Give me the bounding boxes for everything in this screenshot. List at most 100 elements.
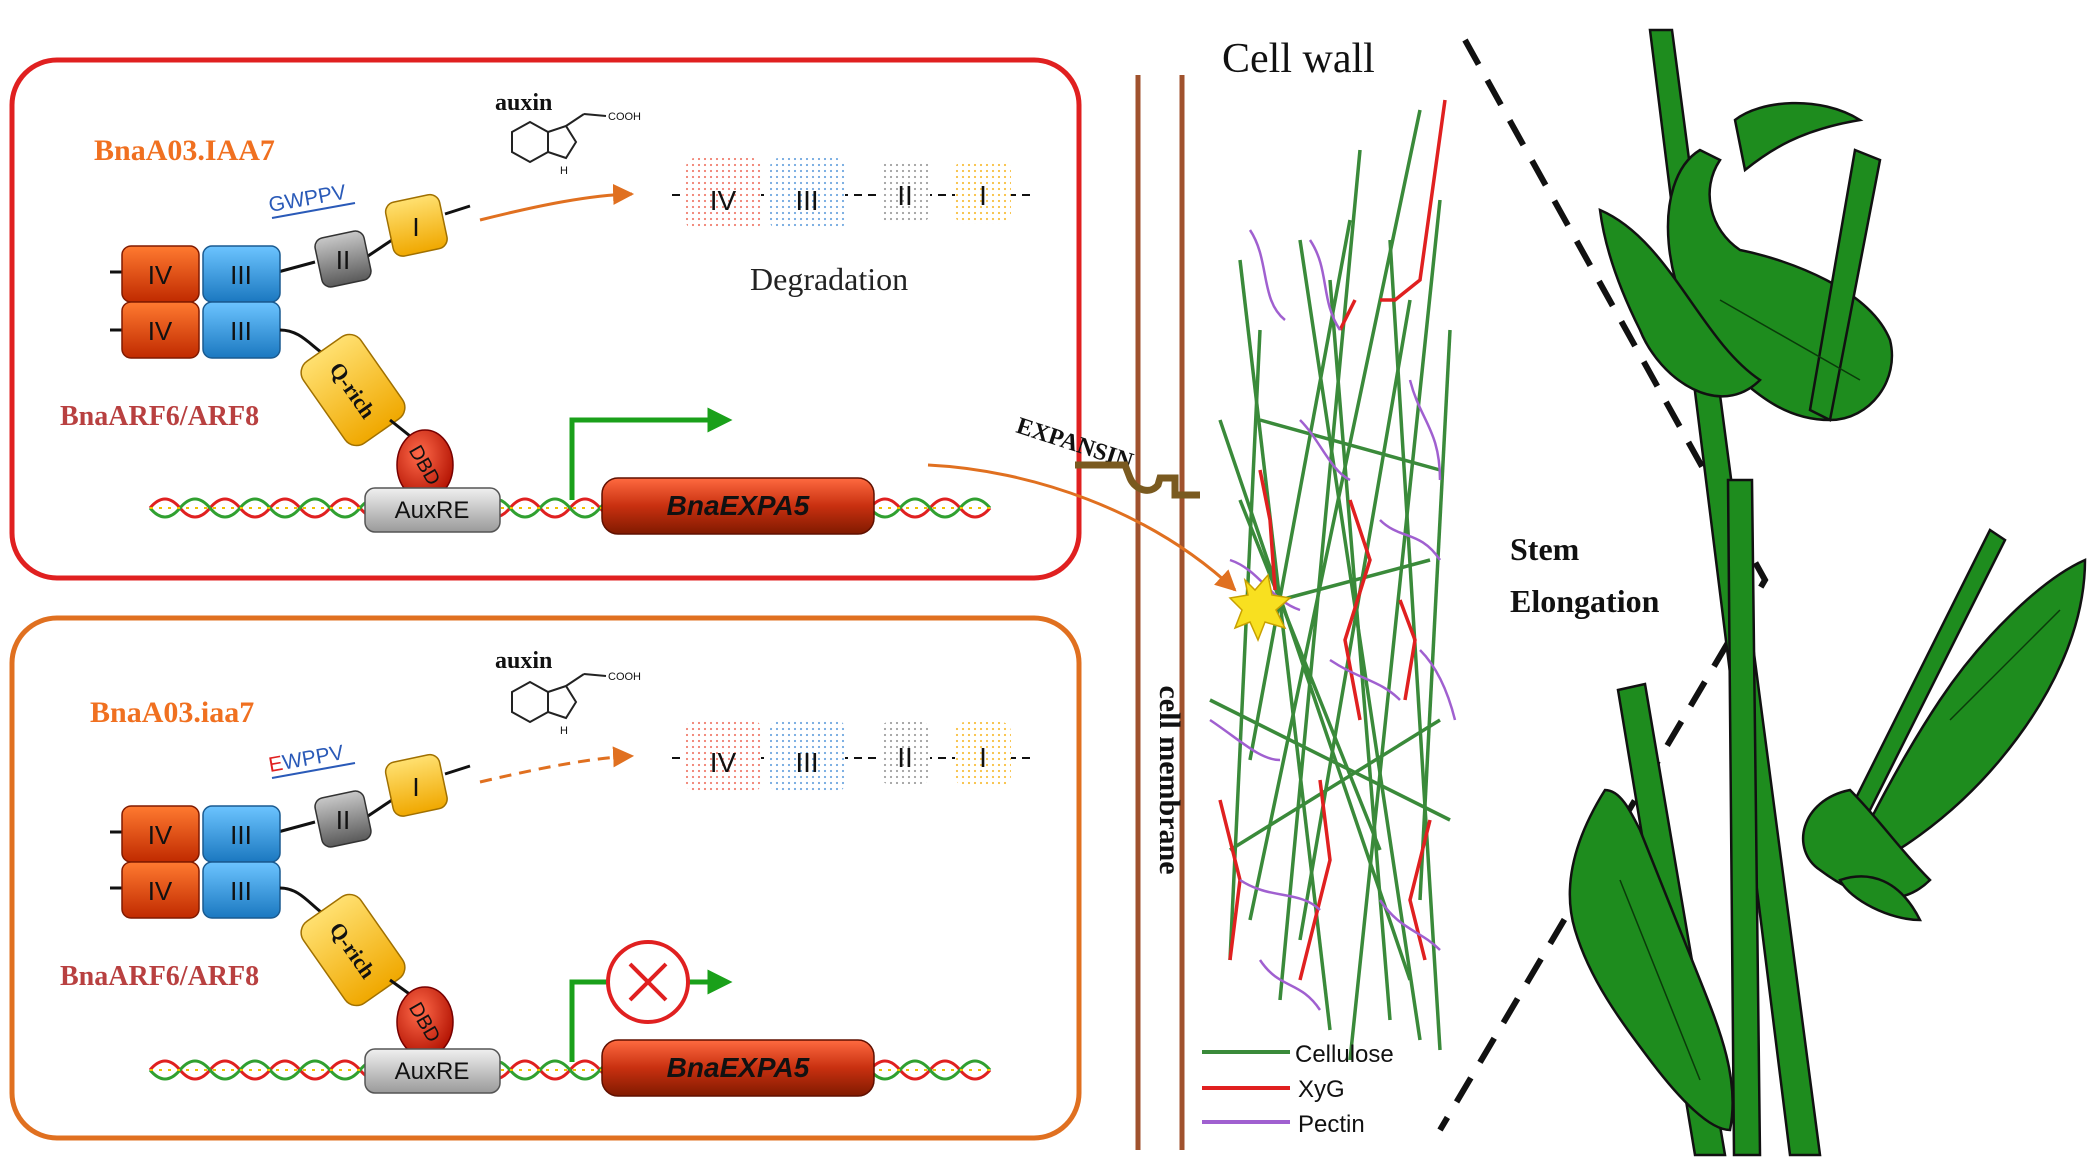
legend-pectin-label: Pectin: [1298, 1111, 1365, 1138]
panel-top: BnaA03.IAA7 auxin COOH H GWPPV IV III II: [9, 57, 1082, 581]
motif-underline: [271, 202, 356, 219]
gene-label-top: BnaEXPA5: [667, 490, 810, 521]
gene-box-top: [601, 477, 875, 535]
top-leaf-tip: [1733, 101, 1864, 173]
legend-cellulose-label: Cellulose: [1295, 1041, 1394, 1068]
expansin-arrow: [927, 463, 1237, 592]
q-rich-box: [300, 333, 406, 447]
degradation-label: Degradation: [750, 261, 908, 297]
stable-ii-box: [880, 722, 930, 784]
lower-node-leaf: [1838, 875, 1923, 922]
cell-membrane: [1135, 75, 1185, 1150]
auxin-label-bottom: auxin: [495, 648, 552, 674]
degradation-arrow: [479, 183, 635, 222]
cellulose-fibers: [1209, 109, 1452, 1061]
auxin-molecule-icon: [511, 113, 607, 164]
stable-ii-label: II: [897, 742, 913, 773]
pectin-fibers: [1209, 229, 1457, 1011]
domain-ii-label: II: [336, 245, 350, 275]
degraded-iii-box: [770, 158, 845, 230]
cell-wall-label: Cell wall: [1222, 36, 1375, 82]
nh-label-bottom: H: [560, 725, 568, 737]
stable-i-label: I: [979, 742, 987, 773]
degraded-domains: IV III II I: [672, 158, 1030, 230]
arf-b-domain-iii-label: III: [230, 876, 252, 906]
cooh-label-bottom: COOH: [608, 671, 641, 683]
membrane-label: cell membrane: [1153, 685, 1186, 874]
auxin-molecule-icon-bottom: [511, 673, 607, 724]
cooh-label: COOH: [608, 111, 641, 123]
mut-domain-ii-box: [314, 790, 372, 848]
motif-underline-bottom: [271, 762, 356, 779]
promoter-arrow-top: [569, 407, 733, 500]
gene-box-bottom: [601, 1039, 875, 1097]
iaa7-protein-name: BnaA03.IAA7: [94, 134, 275, 167]
domain-ii-box: [314, 230, 372, 288]
degraded-iv-box: [686, 158, 761, 230]
degraded-iv-label: IV: [710, 185, 737, 216]
degraded-iii-label: III: [795, 185, 818, 216]
mut-domain-i-box: [384, 753, 448, 817]
auxre-box-bottom: [364, 1048, 501, 1094]
q-rich-box-bottom: [300, 893, 406, 1007]
mut-domain-i-label: I: [412, 772, 419, 802]
auxre-box: [364, 487, 501, 533]
upper-branch: [1808, 148, 1882, 422]
degraded-ii-label: II: [897, 180, 913, 211]
domain-iv-label: IV: [148, 260, 173, 290]
leaf-veins: [1619, 299, 2061, 1081]
stable-domains: IV III II I: [672, 720, 1030, 792]
stable-iii-label: III: [795, 747, 818, 778]
auxre-label: AuxRE: [395, 497, 470, 524]
arf-domain-iv-label: IV: [148, 316, 173, 346]
arf-b-domain-iii-box: [202, 861, 281, 919]
stem-label: Stem: [1510, 531, 1580, 567]
degraded-ii-box: [880, 160, 930, 222]
stable-iv-box: [686, 720, 761, 792]
iaa7-mutant-name: BnaA03.iaa7: [90, 696, 254, 729]
domain-i-box: [384, 193, 448, 257]
arf-label-bottom: BnaARF6/ARF8: [60, 961, 259, 992]
domain-iii-label: III: [230, 260, 252, 290]
fiber-legend: Cellulose XyG Pectin: [1202, 1041, 1394, 1138]
iaa7-protein-chain: IV III II I: [110, 193, 471, 303]
degraded-i-label: I: [979, 180, 987, 211]
expansin-protein-icon: [1075, 461, 1200, 499]
stable-i-box: [955, 722, 1011, 786]
panel-bottom: BnaA03.iaa7 auxin COOH H E WPPV IV III I…: [9, 615, 1082, 1141]
stable-iv-label: IV: [710, 747, 737, 778]
panel-bottom-border: [9, 615, 1082, 1141]
arf-protein-chain: IV III Q-rich DBD: [110, 301, 454, 501]
arf-label: BnaARF6/ARF8: [60, 401, 259, 432]
arf-domain-iii-label: III: [230, 316, 252, 346]
motif-mutation-letter: E: [267, 752, 285, 777]
gene-label-bottom: BnaEXPA5: [667, 1052, 810, 1083]
lower-main-stem: [1726, 478, 1762, 1157]
mut-domain-ii-label: II: [336, 805, 350, 835]
arf-domain-iv-box: [121, 301, 200, 359]
mut-domain-iii-label: III: [230, 820, 252, 850]
upper-curl-leaf: [1598, 207, 1762, 398]
panel-top-border: [9, 57, 1082, 581]
motif-rest-label: WPPV: [281, 741, 346, 774]
arf-protein-chain-bottom: IV III Q-rich DBD: [110, 861, 454, 1058]
cell-wall-fibers: [1209, 99, 1457, 1061]
xyg-fibers: [1218, 99, 1447, 981]
elongation-label: Elongation: [1510, 583, 1660, 619]
nh-label: H: [560, 165, 568, 177]
iaa7-mutant-chain: IV III II I: [110, 753, 471, 863]
blocked-degradation-arrow: [479, 746, 635, 784]
auxin-label: auxin: [495, 90, 552, 116]
arf-b-domain-iv-box: [121, 861, 200, 919]
expansin-action-burst-icon: [1228, 573, 1292, 642]
auxre-label-bottom: AuxRE: [395, 1058, 470, 1085]
arf-b-domain-iv-label: IV: [148, 876, 173, 906]
domain-i-label: I: [412, 212, 419, 242]
dashed-separator: [1437, 38, 1769, 1132]
stable-iii-box: [770, 720, 845, 792]
mut-domain-iv-label: IV: [148, 820, 173, 850]
degraded-i-box: [955, 160, 1011, 224]
legend-xyg-label: XyG: [1298, 1076, 1345, 1103]
block-x-icon: [606, 940, 690, 1024]
